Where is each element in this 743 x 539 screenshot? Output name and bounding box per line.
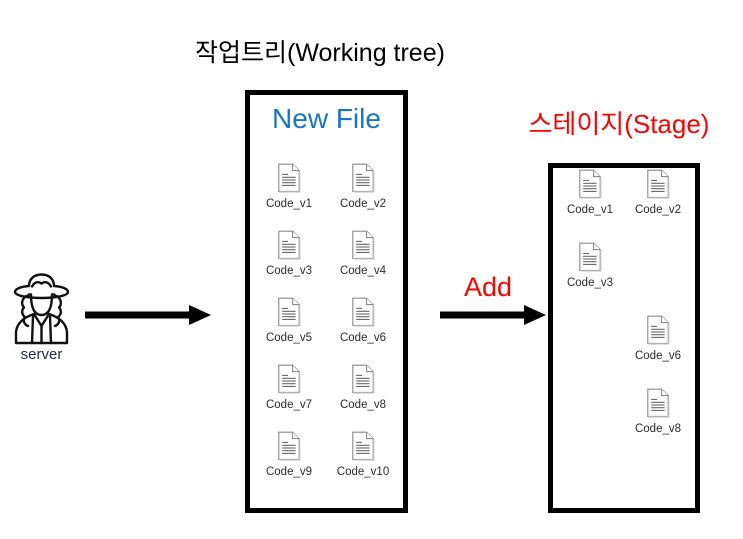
file-item[interactable]: Code_v8: [326, 363, 400, 430]
working-tree-file-grid: Code_v1 Code_v2 Code_v3 Code_v4 Code: [252, 162, 400, 497]
file-label: Code_v6: [339, 332, 387, 344]
document-icon: [579, 242, 602, 272]
file-item[interactable]: Code_v9: [252, 430, 326, 497]
file-label: Code_v2: [634, 204, 682, 216]
file-item[interactable]: Code_v1: [252, 162, 326, 229]
file-item[interactable]: Code_v6: [624, 314, 692, 387]
file-item[interactable]: Code_v2: [326, 162, 400, 229]
document-icon: [278, 230, 301, 260]
document-icon: [352, 431, 375, 461]
file-label: Code_v10: [336, 466, 390, 478]
file-label: Code_v1: [566, 204, 614, 216]
file-item[interactable]: Code_v7: [252, 363, 326, 430]
add-label: Add: [463, 272, 513, 302]
document-icon: [352, 163, 375, 193]
document-icon: [579, 169, 602, 199]
document-icon: [352, 230, 375, 260]
file-item[interactable]: Code_v3: [556, 241, 624, 314]
file-item[interactable]: Code_v8: [624, 387, 692, 460]
document-icon: [278, 431, 301, 461]
working-tree-title: 작업트리(Working tree): [195, 39, 445, 67]
server-actor: server: [8, 270, 75, 363]
stage-box: [548, 163, 700, 513]
stage-file-grid: Code_v1 Code_v2 Code_v3 Code_v6 Code: [556, 168, 692, 460]
file-label: Code_v7: [265, 399, 313, 411]
file-label: Code_v2: [339, 198, 387, 210]
file-item[interactable]: Code_v2: [624, 168, 692, 241]
document-icon: [647, 169, 670, 199]
file-label: Code_v9: [265, 466, 313, 478]
document-icon: [278, 163, 301, 193]
new-file-label: New File: [272, 103, 381, 134]
file-item[interactable]: Code_v4: [326, 229, 400, 296]
file-label: Code_v6: [634, 350, 682, 362]
arrow-server-to-working-tree: [85, 305, 211, 325]
document-icon: [278, 297, 301, 327]
file-label: Code_v3: [265, 265, 313, 277]
file-label: Code_v8: [339, 399, 387, 411]
cowboy-person-icon: [13, 273, 70, 345]
document-icon: [647, 315, 670, 345]
file-item[interactable]: Code_v3: [252, 229, 326, 296]
file-label: Code_v4: [339, 265, 387, 277]
arrow-working-tree-to-stage: [440, 305, 546, 325]
server-label: server: [20, 346, 63, 363]
file-label: Code_v1: [265, 198, 313, 210]
file-item[interactable]: Code_v5: [252, 296, 326, 363]
file-item[interactable]: Code_v10: [326, 430, 400, 497]
document-icon: [278, 364, 301, 394]
document-icon: [647, 388, 670, 418]
document-icon: [352, 364, 375, 394]
file-label: Code_v3: [566, 277, 614, 289]
file-item[interactable]: Code_v1: [556, 168, 624, 241]
file-label: Code_v8: [634, 423, 682, 435]
file-label: Code_v5: [265, 332, 313, 344]
stage-title: 스테이지(Stage): [528, 109, 710, 139]
document-icon: [352, 297, 375, 327]
working-tree-box: [245, 90, 408, 513]
file-item[interactable]: Code_v6: [326, 296, 400, 363]
